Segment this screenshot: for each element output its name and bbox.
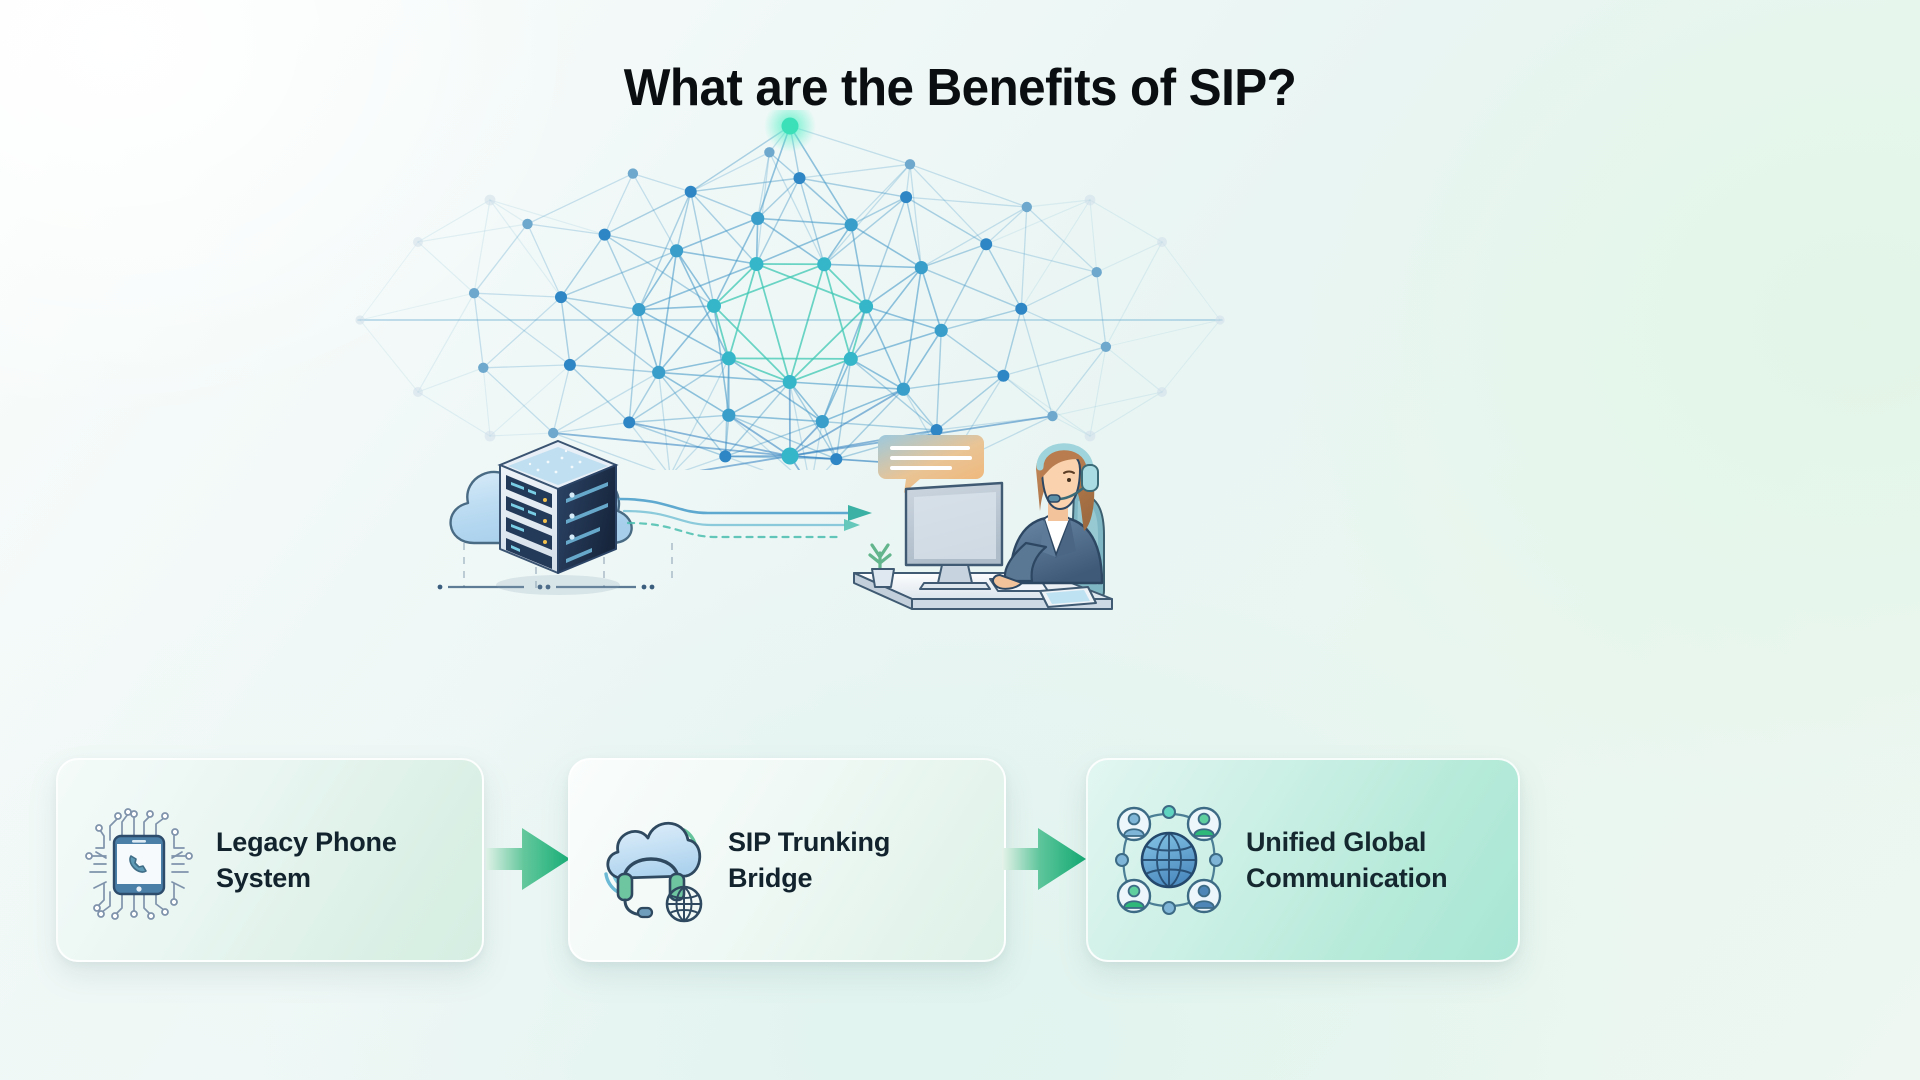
desk-plant: [868, 543, 895, 588]
headset-icon: [1036, 443, 1099, 503]
card-label: Unified Global Communication: [1246, 827, 1448, 893]
page-title: What are the Benefits of SIP?: [623, 59, 1297, 117]
flow-arrow-1: [484, 820, 572, 898]
desk-tablet: [1039, 586, 1097, 608]
agent-person: [992, 443, 1104, 590]
data-flow-lines: [618, 497, 850, 539]
server-rack: [496, 439, 620, 595]
hero-illustration: [437, 415, 1160, 630]
chat-bubble: [878, 435, 984, 493]
card-sip-trunking-bridge[interactable]: SIP Trunking Bridge: [568, 758, 1006, 962]
smartphone-circuit-icon: [80, 796, 198, 924]
card-legacy-phone-system[interactable]: Legacy Phone System: [56, 758, 484, 962]
globe-users-network-icon: [1110, 796, 1228, 924]
network-mesh-graphic: [330, 110, 1250, 470]
avatar-top-left: [1116, 806, 1152, 842]
avatar-bottom-left: [1116, 878, 1152, 914]
avatar-top-right: [1186, 806, 1222, 842]
flow-arrow-2: [1000, 820, 1088, 898]
cloud-headset-globe-icon: [592, 796, 710, 924]
monitor: [904, 481, 1004, 590]
benefit-card-row: Legacy Phone System: [0, 758, 1920, 978]
card-unified-global-communication[interactable]: Unified Global Communication: [1086, 758, 1520, 962]
card-label: Legacy Phone System: [216, 827, 397, 893]
card-label: SIP Trunking Bridge: [728, 827, 891, 893]
agent-scene: [853, 435, 1113, 610]
avatar-bottom-right: [1186, 878, 1222, 914]
